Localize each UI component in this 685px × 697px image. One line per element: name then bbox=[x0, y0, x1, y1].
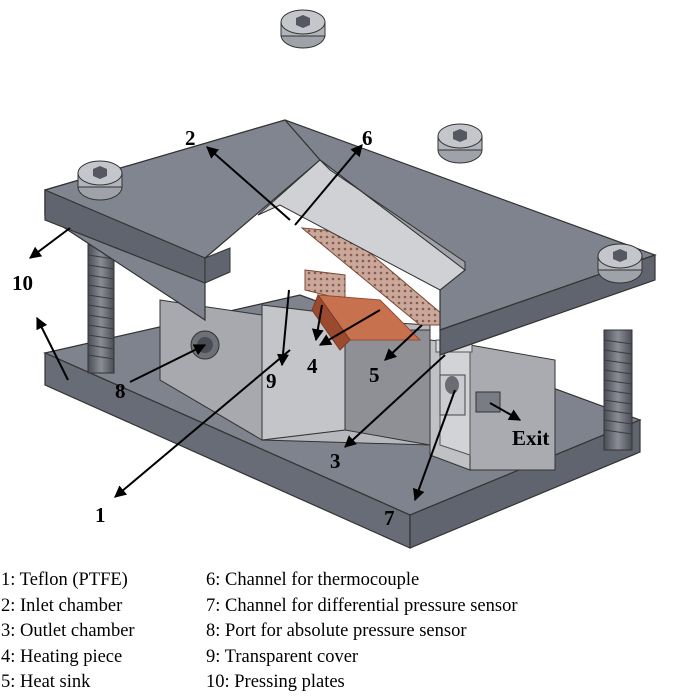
callout-2: 2 bbox=[185, 126, 196, 150]
legend-item: 6: Channel for thermocouple bbox=[206, 570, 420, 590]
threaded-rod-right bbox=[603, 329, 633, 451]
teflon-body bbox=[159, 299, 556, 471]
legend-item: 7: Channel for differential pressure sen… bbox=[206, 595, 518, 616]
hex-socket-bolt-icon bbox=[437, 123, 483, 164]
callout-3: 3 bbox=[330, 449, 341, 473]
legend: 1: Teflon (PTFE) 2: Inlet chamber 3: Out… bbox=[0, 568, 685, 697]
legend-item: 3: Outlet chamber bbox=[1, 621, 135, 641]
callout-4: 4 bbox=[307, 354, 318, 378]
legend-item: 8: Port for absolute pressure sensor bbox=[206, 621, 467, 641]
callout-8: 8 bbox=[115, 379, 126, 403]
legend-column-left: 1: Teflon (PTFE) 2: Inlet chamber 3: Out… bbox=[1, 568, 135, 696]
callout-6: 6 bbox=[362, 126, 373, 150]
legend-item: 10: Pressing plates bbox=[206, 672, 345, 692]
hex-socket-bolt-icon bbox=[77, 160, 123, 201]
legend-item: 1: Teflon (PTFE) bbox=[1, 570, 128, 590]
legend-column-right: 6: Channel for thermocouple 7: Channel f… bbox=[206, 568, 518, 696]
callout-7: 7 bbox=[384, 506, 395, 530]
legend-item: 2: Inlet chamber bbox=[1, 595, 123, 616]
callout-1: 1 bbox=[95, 503, 106, 527]
callout-9: 9 bbox=[266, 369, 277, 393]
exit-label: Exit bbox=[512, 426, 549, 450]
legend-item: 4: Heating piece bbox=[1, 646, 123, 667]
callout-5: 5 bbox=[369, 363, 380, 387]
arrow-icon bbox=[29, 144, 522, 502]
apparatus-diagram: 2 6 10 8 9 4 5 3 1 7 Exit bbox=[12, 9, 657, 549]
callout-10-top: 10 bbox=[12, 271, 33, 295]
legend-item: 9: Transparent cover bbox=[206, 646, 359, 667]
legend-item: 5: Heat sink bbox=[1, 672, 91, 692]
hex-socket-bolt-icon bbox=[597, 243, 643, 284]
top-pressing-plate bbox=[44, 119, 657, 356]
hex-socket-bolt-icon bbox=[280, 9, 326, 49]
